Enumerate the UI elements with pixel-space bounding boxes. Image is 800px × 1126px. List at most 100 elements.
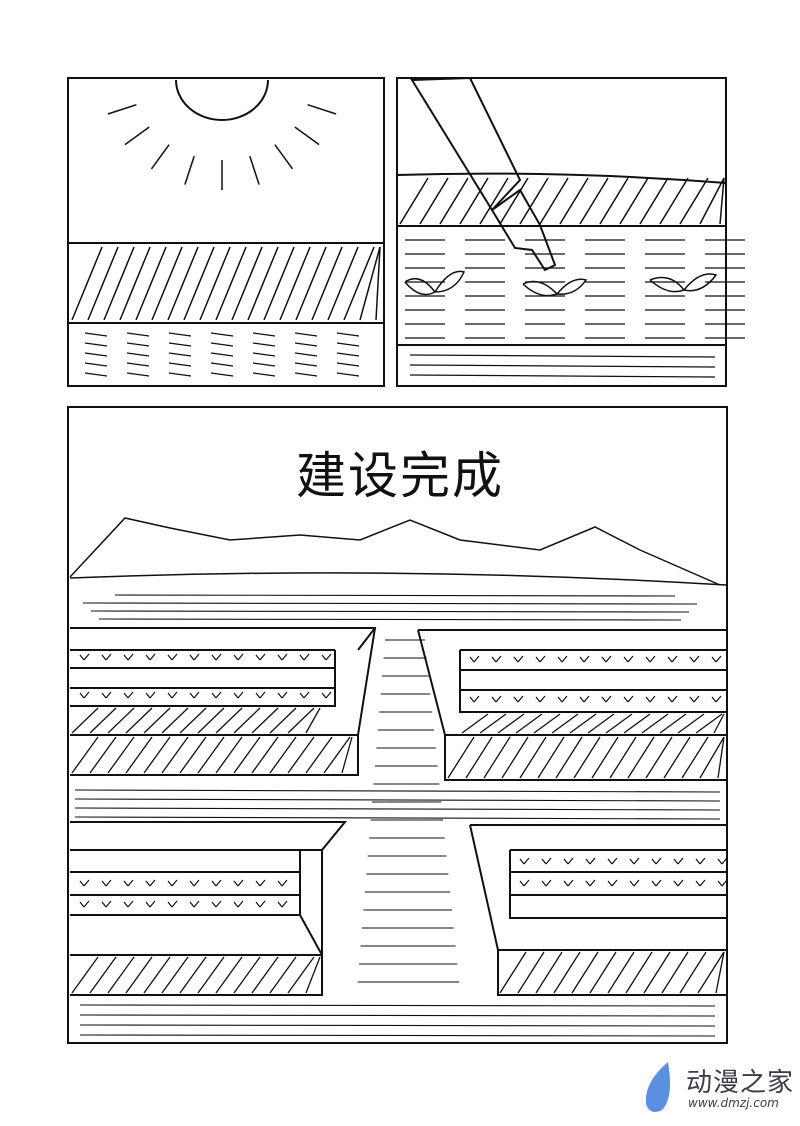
ink-stroke [553,951,581,994]
ink-stroke [607,858,613,865]
ink-stroke [71,736,99,774]
ink-stroke [145,901,151,908]
ink-stroke [711,696,717,703]
ink-stroke [171,653,178,661]
ink-stroke [607,951,635,994]
ink-stroke [168,372,192,377]
ink-stroke [533,713,561,734]
ink-stroke [295,246,327,321]
ink-stroke [251,956,279,994]
ink-stroke [126,332,150,337]
ink-stroke [567,857,574,865]
ink-stroke [305,956,321,994]
ink-stroke [327,246,359,321]
ink-stroke [103,246,135,321]
ink-stroke [233,707,261,734]
ink-stroke [82,602,698,605]
ink-stroke [627,655,634,663]
ink-stroke [336,352,360,357]
ink-stroke [84,372,108,377]
ink-stroke [101,692,107,699]
ink-stroke [655,857,662,865]
ink-stroke [717,736,725,779]
ink-stroke [189,654,195,661]
ink-stroke [125,736,153,774]
ink-stroke [145,880,151,887]
ink-stroke [519,858,525,865]
ink-stroke [699,879,706,887]
ink-stroke [677,879,684,887]
ink-stroke [641,713,669,734]
ink-stroke [87,246,119,321]
ink-stroke [563,858,569,865]
ink-stroke [281,879,288,887]
ink-stroke [715,655,722,663]
ink-stroke [105,691,112,699]
ink-stroke [659,713,687,734]
ink-stroke [210,372,234,377]
panel-1 [67,77,385,387]
terrace-top-left [70,627,377,776]
ink-stroke [84,362,108,367]
ink-stroke [277,692,283,699]
ink-stroke [294,352,318,357]
ink-stroke [561,655,568,663]
ink-stroke [83,691,90,699]
ink-stroke [589,951,617,994]
ink-stroke [645,736,673,779]
ink-stroke [623,713,651,734]
ink-stroke [673,858,679,865]
ink-stroke [215,691,222,699]
ink-stroke [274,144,294,170]
ink-stroke [611,857,618,865]
ink-stroke [523,857,530,865]
ink-stroke [523,879,530,887]
ink-stroke [149,879,156,887]
ink-stroke [197,956,225,994]
ink-stroke [294,372,318,377]
ink-stroke [74,798,721,802]
ink-stroke [539,177,569,225]
ink-stroke [585,880,591,887]
mountains [69,517,721,586]
ink-stroke [210,362,234,367]
ink-stroke [695,858,701,865]
ink-stroke [269,736,297,774]
ink-stroke [469,656,475,663]
ink-stroke [649,695,656,703]
ink-stroke [583,655,590,663]
ink-stroke [409,354,716,358]
ink-stroke [491,656,497,663]
ink-stroke [561,695,568,703]
ink-stroke [539,695,546,703]
ink-stroke [74,789,721,793]
ink-stroke [71,246,103,321]
ink-stroke [83,879,90,887]
ink-stroke [677,713,705,734]
ink-stroke [124,126,150,146]
ink-stroke [517,951,545,994]
ink-stroke [197,736,225,774]
ink-stroke [711,656,717,663]
ink-stroke [359,246,381,321]
ink-stroke [149,900,156,908]
ink-stroke [123,692,129,699]
ink-stroke [145,692,151,699]
ink-stroke [681,736,709,779]
ink-stroke [643,951,671,994]
ink-stroke [659,177,689,225]
ink-stroke [168,342,192,347]
ink-stroke [569,713,597,734]
ink-stroke [107,104,137,115]
ink-stroke [167,246,199,321]
ink-stroke [479,177,509,225]
ink-stroke [252,342,276,347]
ink-stroke [79,692,85,699]
ink-stroke [699,857,706,865]
hand [490,188,557,272]
ink-stroke [303,653,310,661]
ink-stroke [126,372,150,377]
ink-stroke [255,880,261,887]
ink-stroke [517,695,524,703]
ink-stroke [563,880,569,887]
